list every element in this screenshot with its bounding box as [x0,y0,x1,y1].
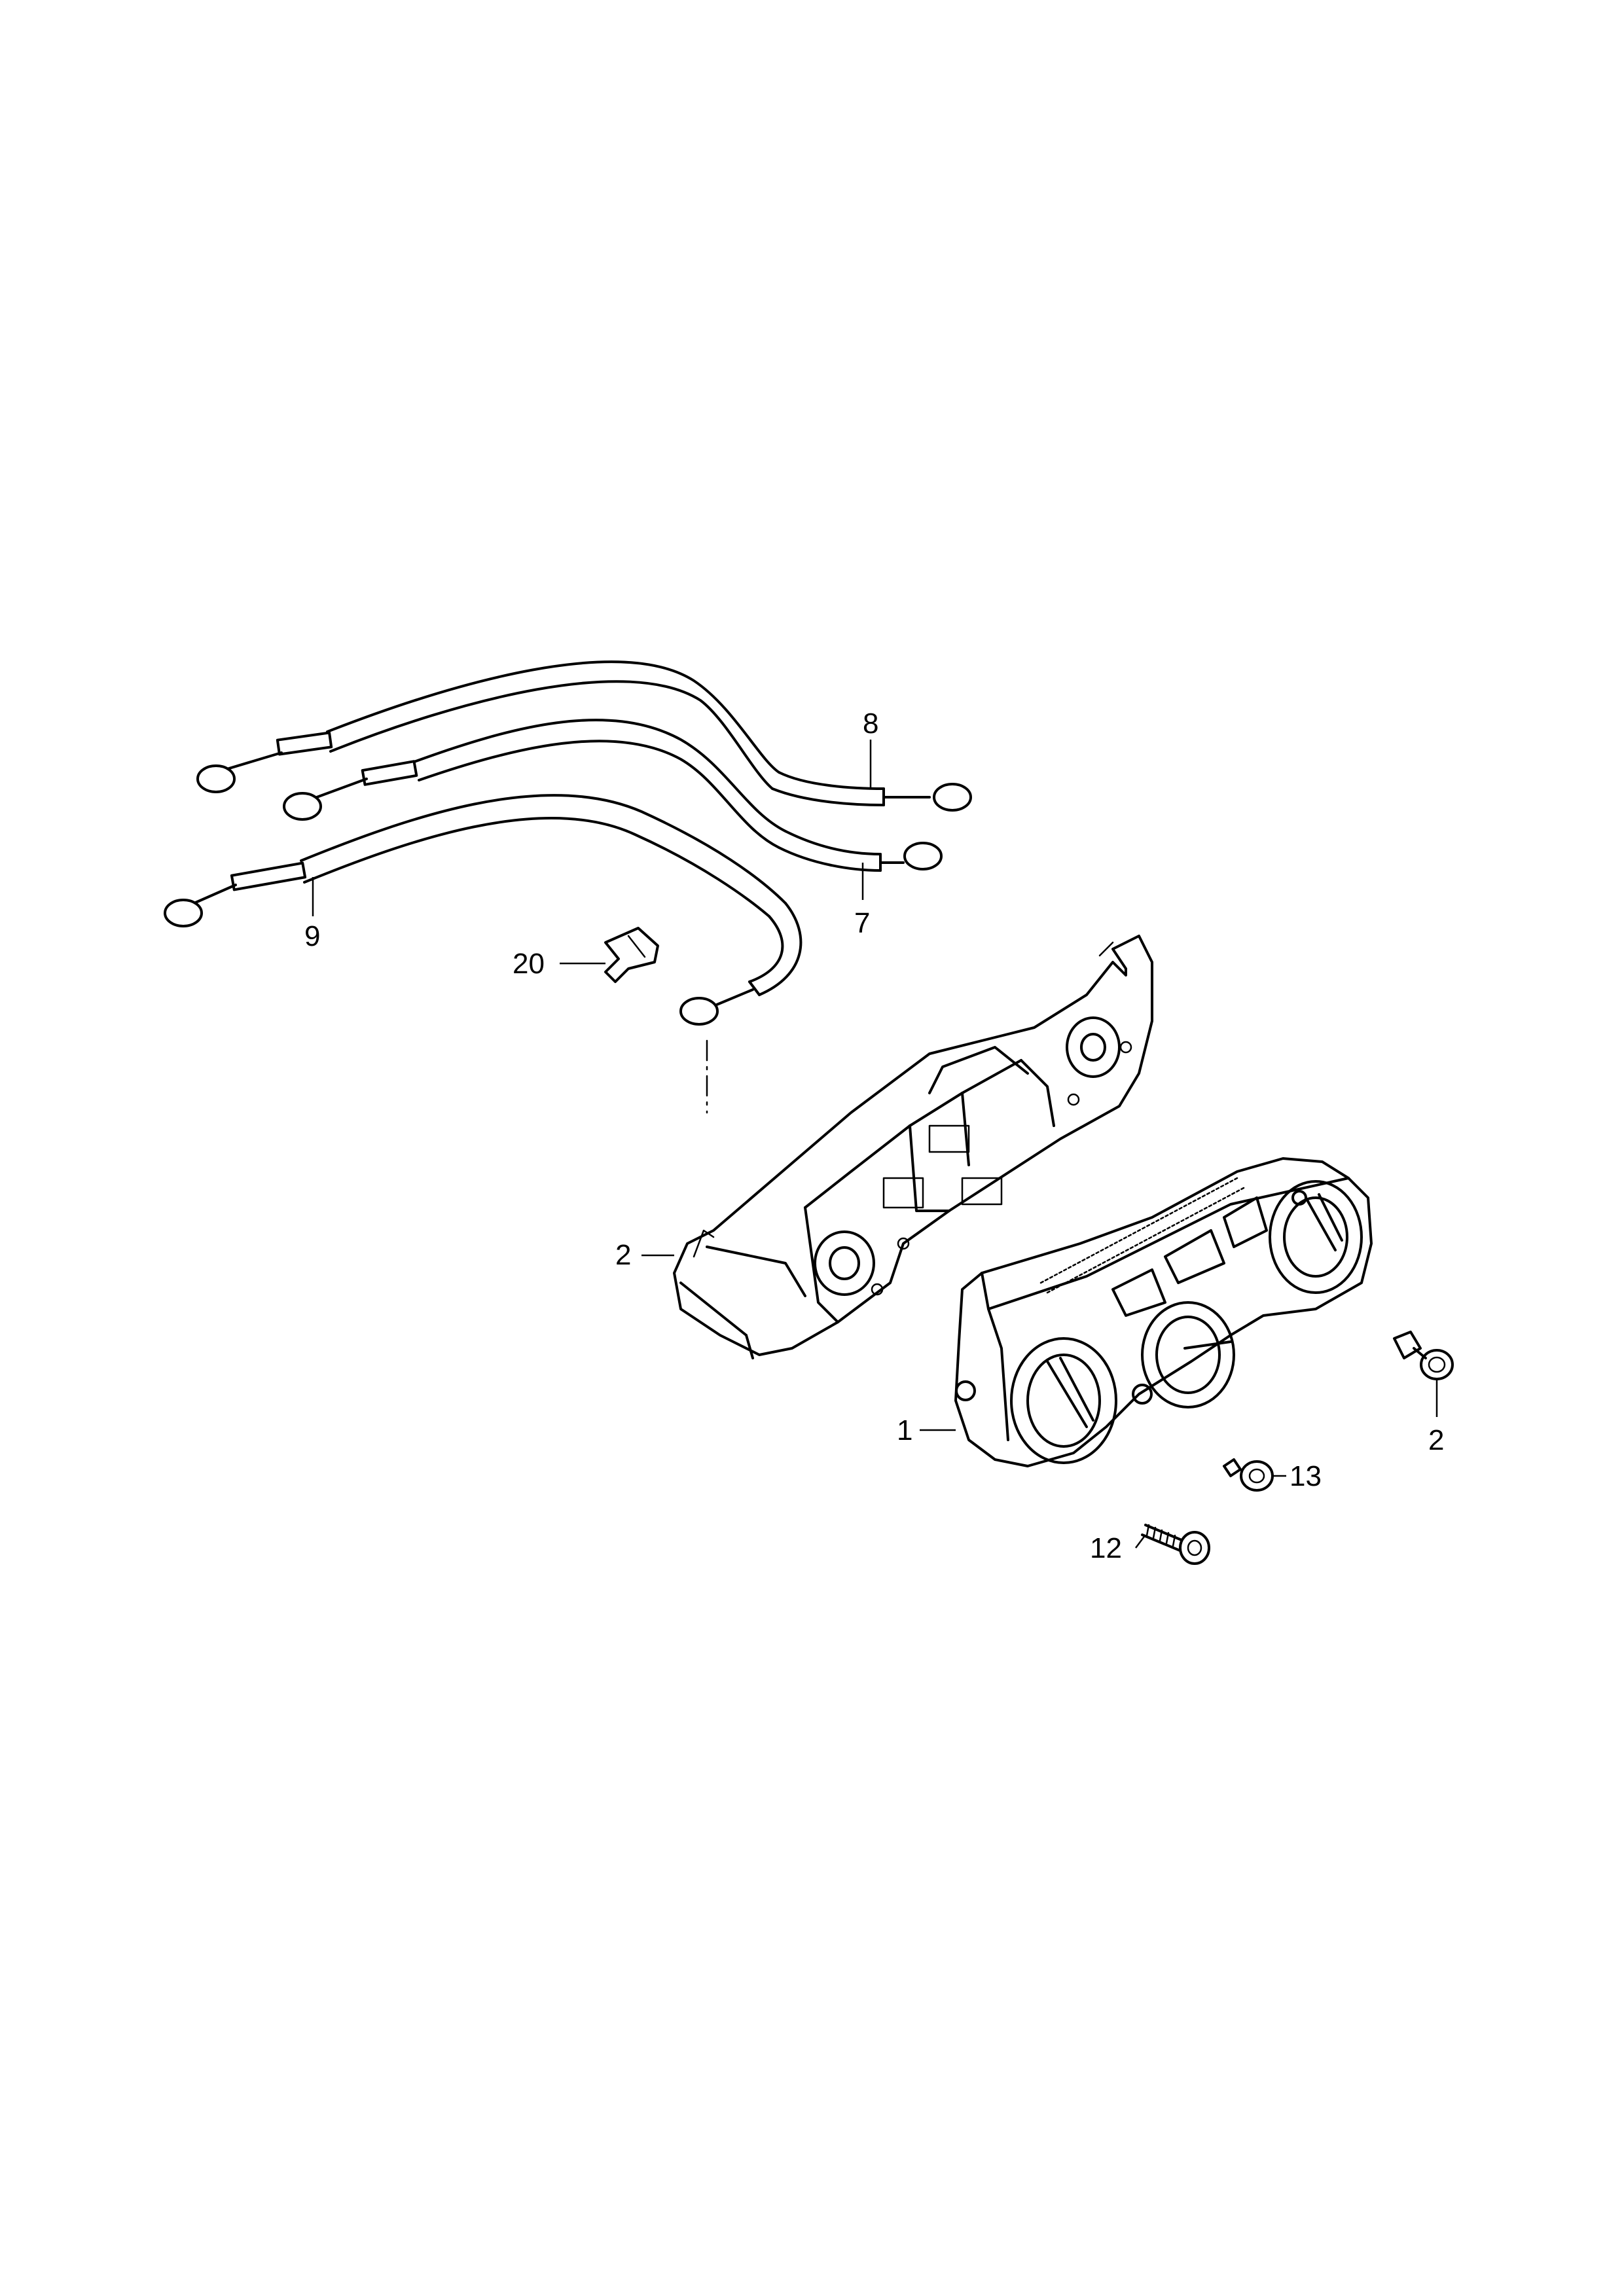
leader-12 [1135,1534,1146,1549]
callout-8: 8 [863,708,878,740]
callout-2-housing: 2 [615,1239,631,1271]
callout-1: 1 [897,1414,912,1446]
clip-fastener-2 [1393,1331,1454,1380]
cable-9 [164,794,803,1026]
cable-8 [196,660,972,812]
callout-20: 20 [513,948,545,980]
callout-12: 12 [1090,1532,1122,1564]
housing-2 [673,935,1153,1359]
cable-7 [283,719,943,872]
clip-20 [604,927,659,983]
control-unit-1 [954,1157,1373,1467]
callout-13: 13 [1290,1460,1322,1492]
nut-13 [1223,1458,1274,1492]
callout-2-clip: 2 [1428,1424,1444,1456]
screw-12 [1141,1524,1210,1565]
callout-9: 9 [304,920,320,952]
callout-7: 7 [854,907,870,939]
